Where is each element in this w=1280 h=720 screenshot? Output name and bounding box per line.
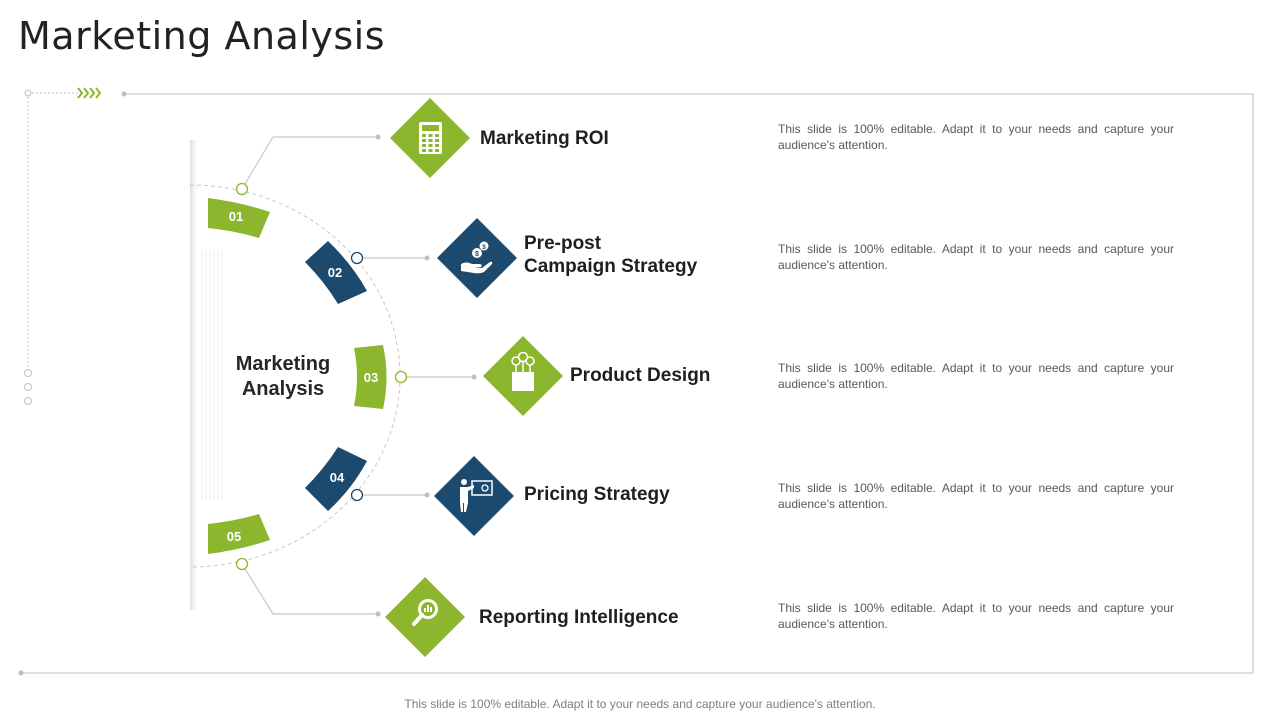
page-title: Marketing Analysis: [18, 14, 386, 58]
connector-lines: [241, 136, 474, 615]
item-description: This slide is 100% editable. Adapt it to…: [778, 361, 1174, 391]
item-title-reporting-intelligence: Reporting Intelligence: [479, 607, 679, 628]
segment-05: 05: [208, 514, 270, 554]
calculator-icon: [419, 122, 442, 154]
item-description: This slide is 100% editable. Adapt it to…: [778, 122, 1174, 152]
presenter-icon: [460, 479, 493, 512]
segment-02: 02: [305, 241, 367, 304]
center-label: Marketing Analysis: [235, 353, 331, 400]
item-title-pre-post-campaign: Pre-post Campaign Strategy: [524, 233, 698, 277]
item-title-marketing-roi: Marketing ROI: [480, 128, 609, 149]
magnifier-chart-icon: [412, 599, 438, 626]
dashed-arc: [189, 184, 401, 568]
lightbulb-icon: [511, 351, 535, 391]
segment-03: 03: [354, 345, 387, 409]
item-description: This slide is 100% editable. Adapt it to…: [778, 481, 1174, 511]
segment-number: 04: [330, 470, 345, 485]
svg-text:$: $: [475, 251, 479, 258]
segment-number: 02: [328, 265, 342, 280]
diamond-marketing-roi: [390, 98, 470, 178]
arc-nodes: [235, 182, 408, 571]
segment-01: 01: [208, 198, 270, 238]
diamond-product-design: [483, 336, 563, 416]
item-description: This slide is 100% editable. Adapt it to…: [778, 601, 1174, 631]
chevron-arrows-icon: [77, 87, 102, 99]
diamond-reporting-intelligence: [385, 577, 465, 657]
item-title-pricing-strategy: Pricing Strategy: [524, 484, 670, 505]
svg-text:$: $: [482, 245, 486, 251]
semicircle-edge: [190, 140, 223, 610]
connector-end-dots: [375, 134, 477, 617]
money-hand-icon: $ $: [461, 241, 493, 274]
footer-note: This slide is 100% editable. Adapt it to…: [404, 697, 876, 711]
diamond-pre-post-campaign: $ $: [437, 218, 517, 298]
diamond-pricing-strategy: [434, 456, 514, 536]
item-description: This slide is 100% editable. Adapt it to…: [778, 242, 1174, 272]
segment-04: 04: [305, 447, 367, 511]
slide-frame: [18, 89, 1254, 676]
segment-number: 01: [229, 209, 243, 224]
segment-number: 03: [364, 370, 378, 385]
segment-number: 05: [227, 529, 241, 544]
item-title-product-design: Product Design: [570, 365, 711, 386]
